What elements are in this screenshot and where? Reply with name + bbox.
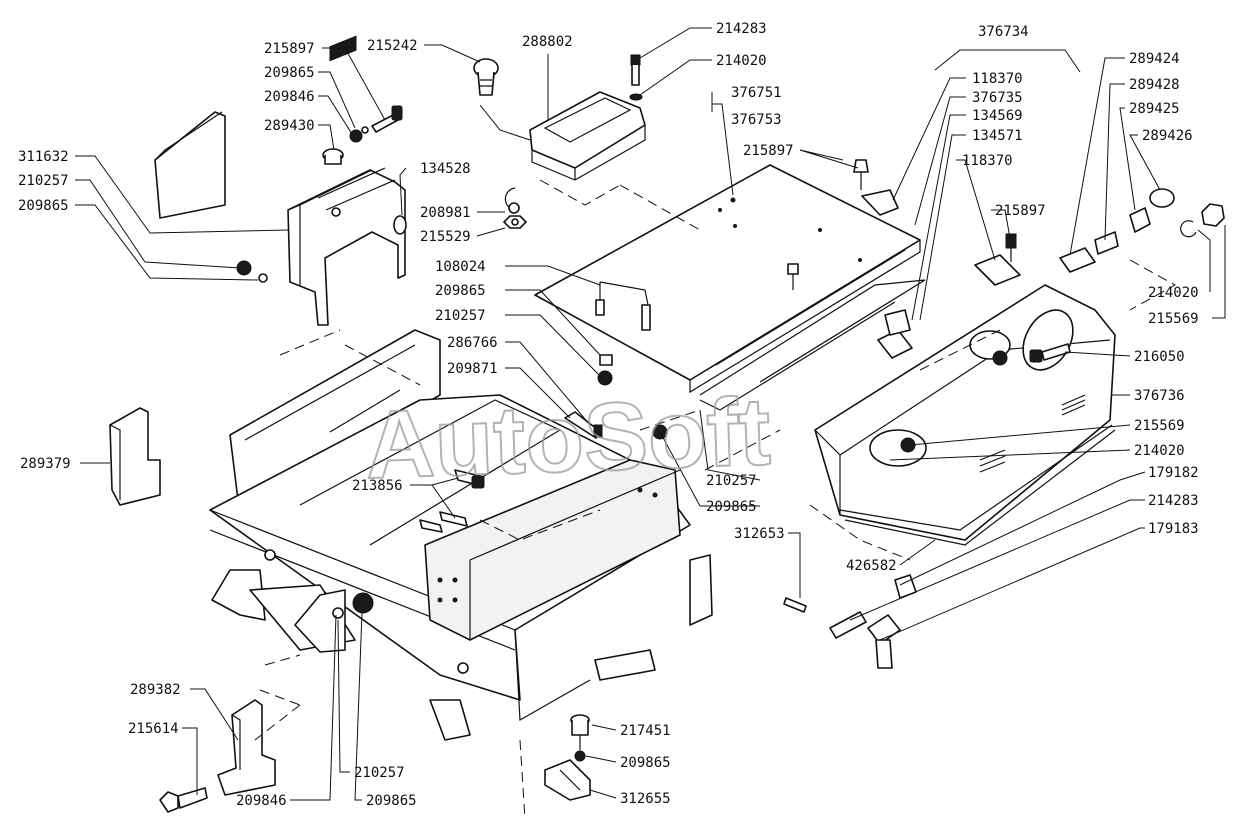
label-215897-c: 215897: [995, 203, 1046, 219]
part-215614-bolt: [159, 787, 208, 813]
label-209865-f: 209865: [620, 755, 671, 771]
label-210257-d: 210257: [354, 765, 405, 781]
label-216050: 216050: [1134, 349, 1185, 365]
label-289428: 289428: [1129, 77, 1180, 93]
label-134569: 134569: [972, 108, 1023, 124]
label-209865-d: 209865: [706, 499, 757, 515]
label-311632: 311632: [18, 149, 69, 165]
label-209865-e: 209865: [366, 793, 417, 809]
part-214283-bolt-a: [629, 54, 643, 101]
label-209865-c: 209865: [435, 283, 486, 299]
label-209846-b: 209846: [236, 793, 287, 809]
label-214283-b: 214283: [1148, 493, 1199, 509]
label-209846-a: 209846: [264, 89, 315, 105]
label-376735: 376735: [972, 90, 1023, 106]
label-214020-a: 214020: [716, 53, 767, 69]
label-289382: 289382: [130, 682, 181, 698]
label-210257-a: 210257: [18, 173, 69, 189]
label-215897-b: 215897: [743, 143, 794, 159]
part-134569-latch: [877, 309, 913, 359]
part-number-labels: 215897 209865 209846 289430 311632 21025…: [18, 21, 1199, 809]
part-312655-bracket: [544, 759, 591, 801]
label-214283-a: 214283: [716, 21, 767, 37]
label-376751: 376751: [731, 85, 782, 101]
label-288802: 288802: [522, 34, 573, 50]
label-215897-a: 215897: [264, 41, 315, 57]
part-118370-hinge: [974, 233, 1021, 286]
label-215529: 215529: [420, 229, 471, 245]
label-108024: 108024: [435, 259, 486, 275]
part-289382-bracket: [217, 699, 276, 796]
part-209865-nut-a: [236, 260, 268, 283]
label-312653: 312653: [734, 526, 785, 542]
label-376753: 376753: [731, 112, 782, 128]
label-118370-a: 118370: [972, 71, 1023, 87]
part-217451-screw: [570, 714, 590, 762]
part-289424-plunger: [1059, 188, 1225, 273]
part-311632-panel: [154, 111, 226, 219]
part-hinge-plate: [294, 589, 374, 653]
part-tray-bolt: [787, 263, 799, 290]
label-210257-c: 210257: [706, 473, 757, 489]
label-215569-b: 215569: [1134, 418, 1185, 434]
label-215614: 215614: [128, 721, 179, 737]
label-286766: 286766: [447, 335, 498, 351]
part-215529-nut: [503, 215, 527, 229]
label-134528: 134528: [420, 161, 471, 177]
part-main-frame: [209, 329, 713, 741]
part-289430-knob: [322, 148, 344, 165]
label-376736: 376736: [1134, 388, 1185, 404]
label-289379: 289379: [20, 456, 71, 472]
part-209846-washer-a: [349, 126, 369, 143]
label-179183: 179183: [1148, 521, 1199, 537]
part-215897-bolt-b: [853, 159, 899, 216]
label-289430: 289430: [264, 118, 315, 134]
label-210257-b: 210257: [435, 308, 486, 324]
leader-lines: [75, 27, 1226, 801]
part-108024-handle: [595, 281, 651, 331]
part-215242-pin: [473, 58, 499, 96]
label-118370-b: 118370: [962, 153, 1013, 169]
label-376734: 376734: [978, 24, 1029, 40]
label-217451: 217451: [620, 723, 671, 739]
label-209871: 209871: [447, 361, 498, 377]
label-208981: 208981: [420, 205, 471, 221]
part-179183-latch: [867, 614, 901, 669]
label-134571: 134571: [972, 128, 1023, 144]
label-312655: 312655: [620, 791, 671, 807]
label-215569-a: 215569: [1148, 311, 1199, 327]
part-312653-pin: [783, 597, 807, 613]
part-208981-clip: [504, 187, 520, 214]
part-213856-bolts: [419, 469, 485, 533]
label-213856: 213856: [352, 478, 403, 494]
label-209865-b: 209865: [18, 198, 69, 214]
assembly-lines: [254, 179, 1177, 821]
label-215242: 215242: [367, 38, 418, 54]
label-214020-b: 214020: [1148, 285, 1199, 301]
label-209865-a: 209865: [264, 65, 315, 81]
label-214020-c: 214020: [1134, 443, 1185, 459]
part-286766-bolt: [564, 411, 603, 439]
label-426582: 426582: [846, 558, 897, 574]
label-289425: 289425: [1129, 101, 1180, 117]
label-289426: 289426: [1142, 128, 1193, 144]
part-179182-stud: [829, 574, 917, 639]
watermark-text: AutoSoft: [364, 378, 773, 499]
label-179182: 179182: [1148, 465, 1199, 481]
label-289424: 289424: [1129, 51, 1180, 67]
part-289379-bracket: [109, 407, 161, 506]
part-215897-bolt-a: [371, 105, 403, 133]
part-288802-box: [529, 91, 646, 181]
part-376751-tray: [534, 164, 926, 411]
